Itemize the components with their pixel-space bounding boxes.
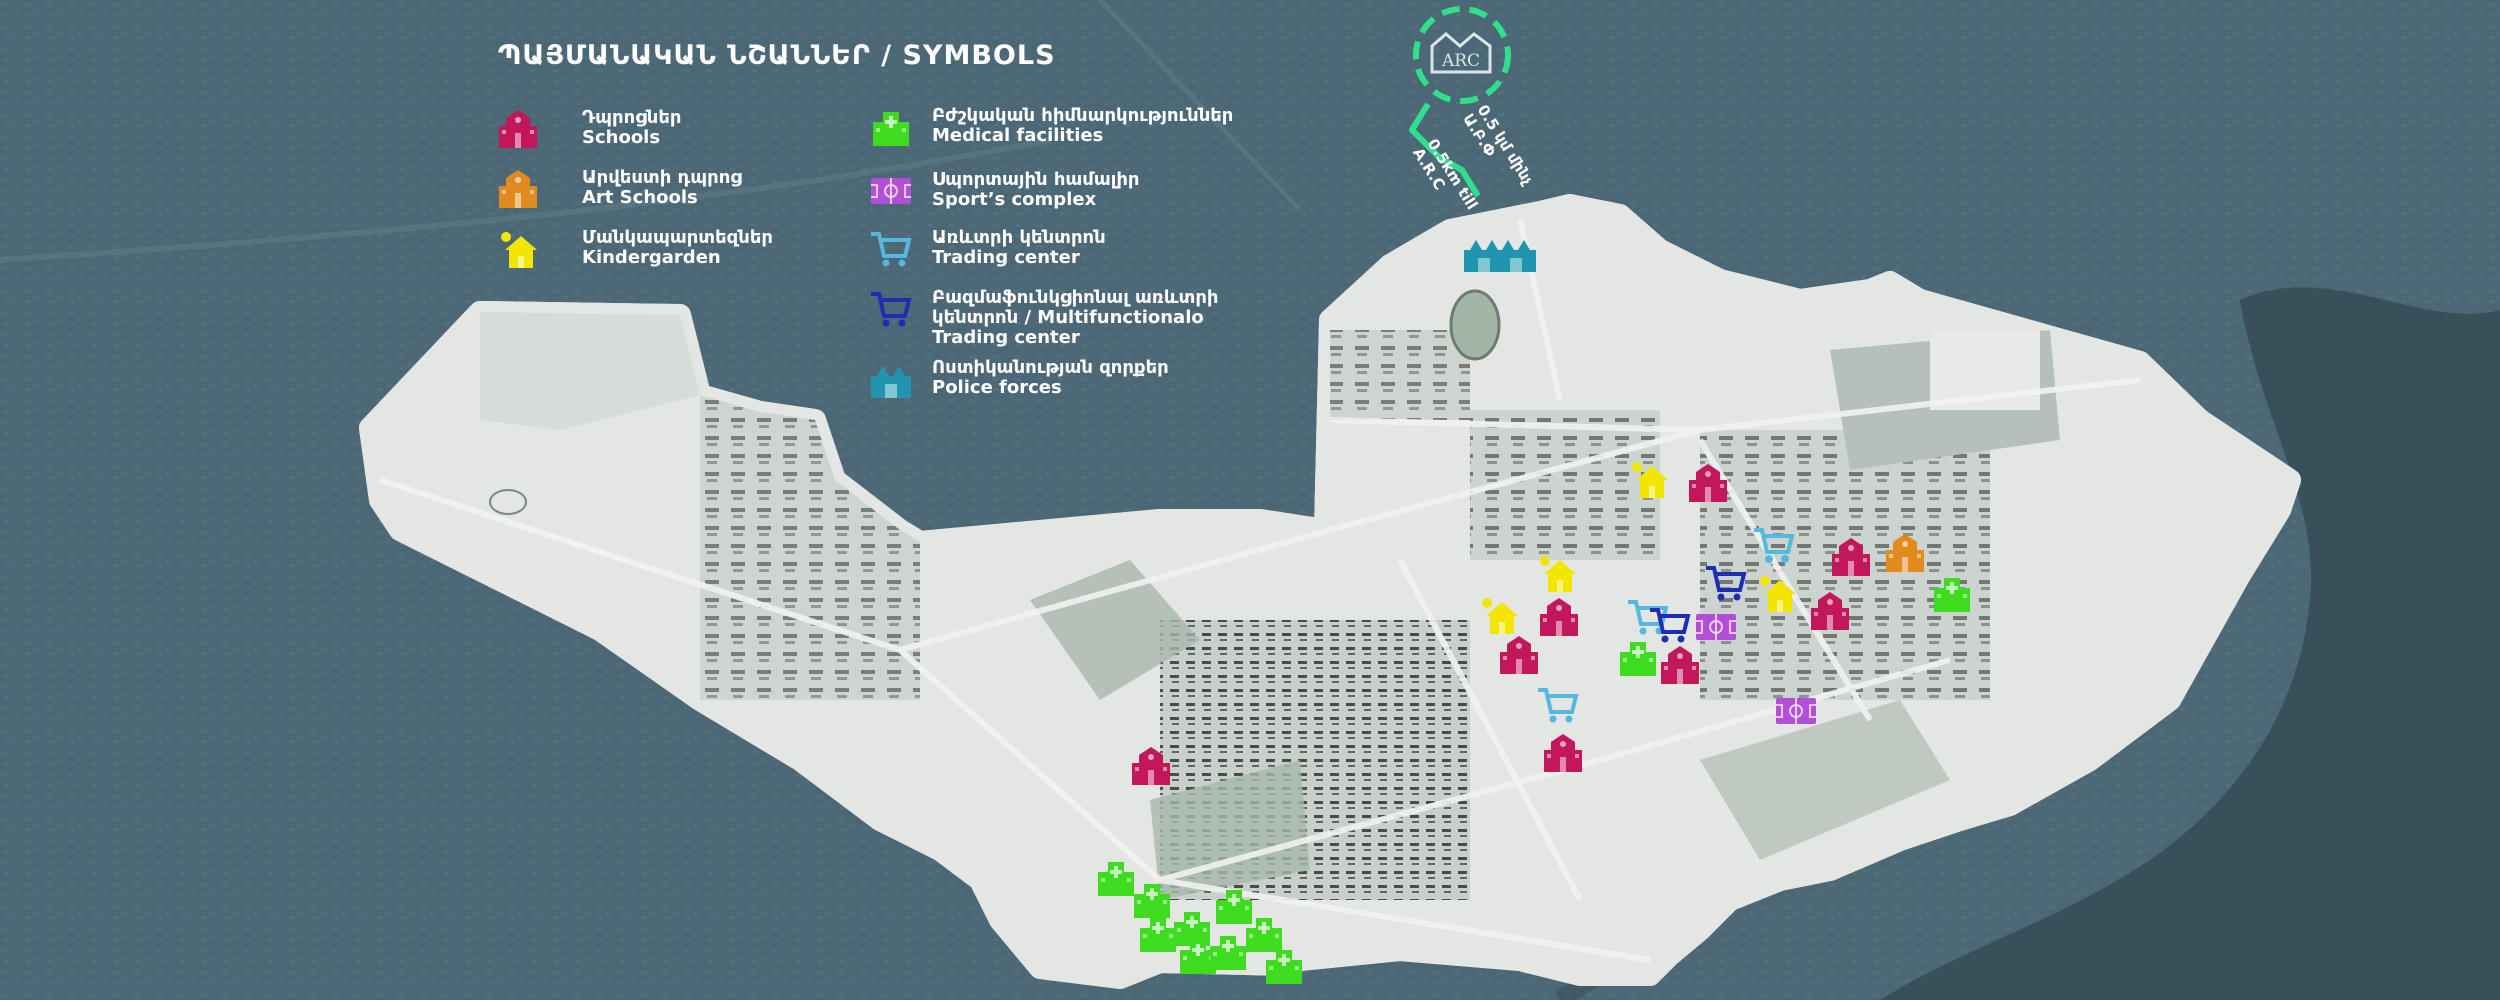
legend-label-en: Sport’s complex — [932, 189, 1097, 210]
stadium — [1449, 289, 1501, 361]
kindergarden-icon — [501, 232, 537, 268]
legend-label-en: Medical facilities — [932, 125, 1104, 146]
marker-sports-complex — [1775, 697, 1817, 725]
legend-label-hy: Արվեստի դպրոց — [582, 167, 742, 188]
arc-logo-text: ARC — [1441, 51, 1480, 71]
arc-logo-icon: ARC — [1430, 32, 1492, 74]
legend-label-hy: Դպրոցներ — [582, 107, 682, 128]
legend-label-en: Art Schools — [582, 187, 698, 208]
legend-label-hy2: կենտրոն / Multifunctionalo — [932, 307, 1204, 328]
road-network — [379, 219, 2141, 963]
sports-complex-icon — [870, 177, 912, 205]
legend-label-hy: Առևտրի կենտրոն — [932, 227, 1106, 248]
art-school-icon — [499, 170, 537, 208]
legend-label-hy: Բազմաֆունկցիոնալ առևտրի — [932, 287, 1219, 308]
shopping-cart-large-icon — [869, 292, 911, 329]
police-icon — [871, 366, 911, 398]
legend-label-en: Kindergarden — [582, 247, 721, 268]
marker-sports-complex — [1695, 613, 1737, 641]
legend-label-en: Schools — [582, 127, 661, 148]
river-valley — [1880, 287, 2500, 1000]
legend-label-hy: Բժշկական հիմնարկություններ — [932, 105, 1234, 126]
highway — [0, 137, 1051, 263]
legend-label-hy: Սպորտային համալիր — [932, 169, 1140, 190]
legend-label-hy: Ոստիկանության զորքեր — [932, 357, 1169, 378]
legend-label-en: Police forces — [932, 377, 1062, 398]
shopping-cart-icon — [869, 232, 911, 269]
legend-label-en: Trading center — [932, 327, 1080, 348]
arc-logo-ring — [1413, 6, 1511, 104]
route-to-arc — [1409, 102, 1481, 198]
legend-label-hy: Մանկապարտեզներ — [582, 227, 773, 248]
legend-title: ՊԱՅՄԱՆԱԿԱՆ ՆՇԱՆՆԵՐ / SYMBOLS — [498, 40, 1056, 71]
school-icon — [499, 110, 537, 148]
legend-label-en: Trading center — [932, 247, 1080, 268]
medical-icon — [873, 112, 909, 146]
